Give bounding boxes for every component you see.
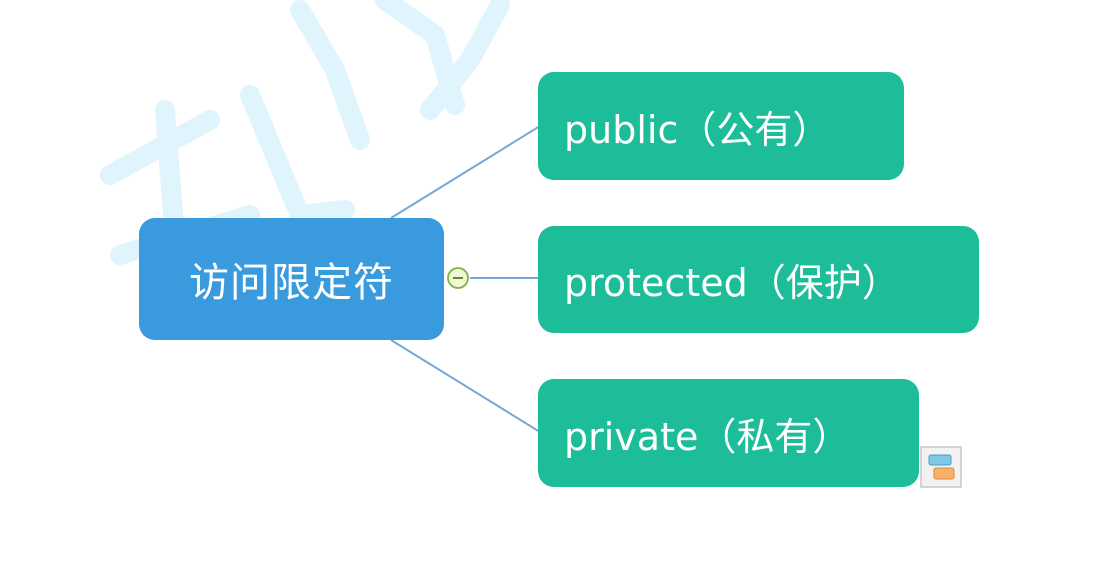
root-node[interactable]: 访问限定符 [139, 218, 444, 340]
note-icon[interactable] [920, 446, 962, 488]
child-label-protected: protected（保护） [564, 261, 900, 305]
connector-private [390, 339, 541, 433]
child-node-protected[interactable]: protected（保护） [538, 226, 979, 333]
child-label-private: private（私有） [564, 414, 851, 459]
connector-public [390, 125, 541, 219]
child-node-public[interactable]: public（公有） [538, 72, 904, 180]
root-label: 访问限定符 [189, 260, 394, 306]
child-node-private[interactable]: private（私有） [538, 379, 919, 487]
child-label-public: public（公有） [564, 107, 831, 152]
minus-circle-icon[interactable] [446, 266, 470, 290]
